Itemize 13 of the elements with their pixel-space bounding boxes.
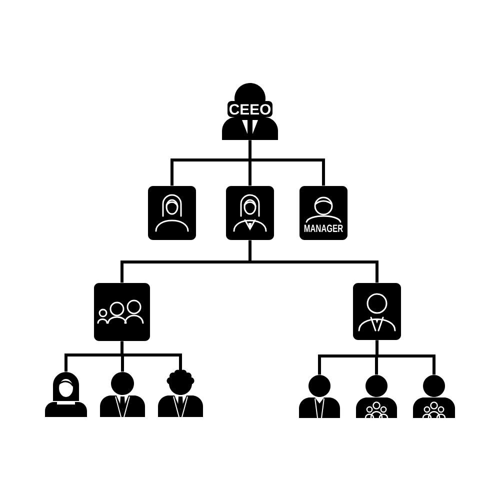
- businessman-icon: [158, 370, 203, 418]
- woman-icon: [45, 372, 87, 417]
- profile-tile: MANAGER: [300, 186, 348, 240]
- person-figure: CEEO: [222, 82, 278, 140]
- connector-line: [248, 140, 325, 186]
- businessman-icon: [100, 372, 145, 418]
- connector-line: [248, 240, 378, 283]
- man-icon: [299, 375, 340, 418]
- person-icon: [356, 375, 397, 418]
- person-icon: [413, 375, 456, 418]
- connector-line: [376, 340, 436, 375]
- connector-line: [120, 341, 182, 372]
- node-label: CEEO: [229, 104, 271, 115]
